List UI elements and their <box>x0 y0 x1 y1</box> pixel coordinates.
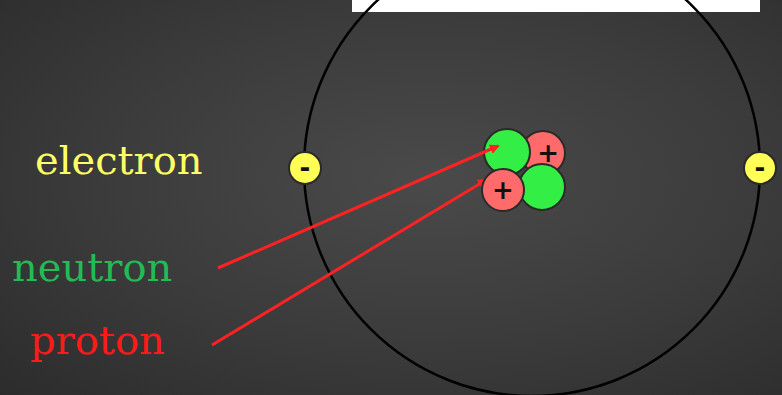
electron-ball: - <box>288 151 322 185</box>
neutron-ball <box>519 164 565 210</box>
charge-sign: + <box>537 140 559 166</box>
electron-label: electron <box>35 140 203 180</box>
proton-label: proton <box>30 320 165 360</box>
electron-ball: - <box>743 151 777 185</box>
leader-arrow <box>218 146 498 268</box>
electron-orbit <box>304 0 760 395</box>
proton-ball: + <box>521 131 565 175</box>
charge-sign: - <box>300 155 311 181</box>
charge-sign: + <box>492 177 514 203</box>
leader-arrow <box>212 180 486 345</box>
top-strip <box>352 0 760 12</box>
neutron-label: neutron <box>12 247 172 287</box>
proton-ball: + <box>481 168 525 212</box>
charge-sign: - <box>755 155 766 181</box>
